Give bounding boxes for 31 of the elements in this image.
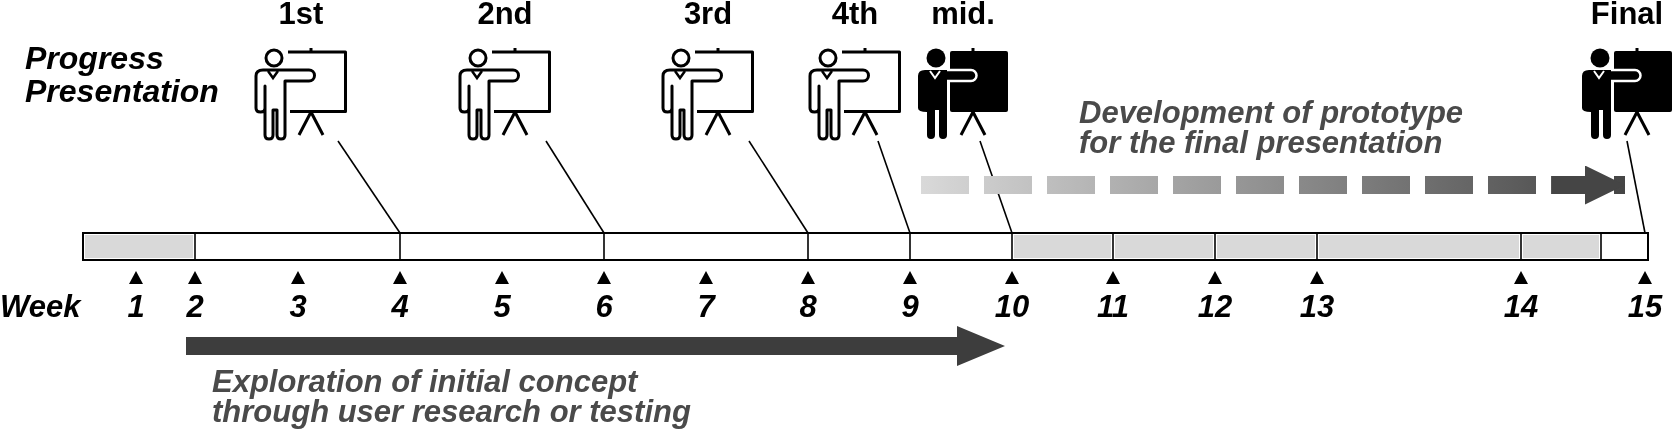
week-number: 14 <box>1503 291 1539 322</box>
week-number: 6 <box>595 291 613 322</box>
presentation-heading: Final <box>1590 0 1664 27</box>
week-number: 2 <box>186 291 204 322</box>
presentation-heading: 3rd <box>683 0 733 27</box>
presentation-heading: mid. <box>931 0 995 27</box>
week-number: 3 <box>289 291 307 322</box>
week-number: 8 <box>799 291 817 322</box>
week-number: 5 <box>493 291 511 322</box>
week-number: 11 <box>1096 291 1130 322</box>
presentation-heading: 2nd <box>477 0 533 27</box>
phase-description: Development of prototype for the final presentation <box>1079 98 1465 158</box>
leader-line <box>1626 140 1646 234</box>
row-heading: Progress Presentation <box>25 42 220 108</box>
week-number: 10 <box>994 291 1030 322</box>
leader-line <box>337 140 401 234</box>
phase-description: Exploration of initial concept through user research or testing <box>212 367 692 427</box>
week-number: 7 <box>697 291 715 322</box>
week-number: 1 <box>127 291 145 322</box>
presentation-heading: 1st <box>278 0 324 27</box>
leader-line <box>877 140 911 234</box>
week-number: 4 <box>391 291 409 322</box>
leader-line <box>748 140 809 234</box>
week-number: 15 <box>1627 291 1663 322</box>
timeline-bar <box>82 232 1649 262</box>
week-number: 9 <box>901 291 919 322</box>
week-number: 12 <box>1197 291 1233 322</box>
presentation-heading: 4th <box>831 0 879 27</box>
leader-line <box>545 140 605 234</box>
week-number: 13 <box>1299 291 1335 322</box>
axis-label: Week <box>0 291 81 322</box>
